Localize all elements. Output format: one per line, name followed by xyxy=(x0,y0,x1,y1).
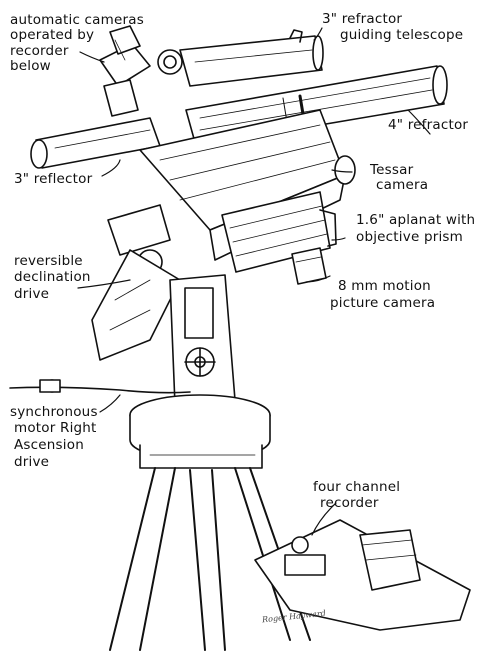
label-reflector-3in: 3" reflector xyxy=(14,171,93,187)
label-auto-cameras-line3: recorder xyxy=(10,43,69,59)
label-motion-camera-line2: picture camera xyxy=(330,295,436,311)
label-refractor-4in: 4" refractor xyxy=(388,117,469,133)
label-tessar-line1: Tessar xyxy=(370,162,414,178)
label-synchronous-line3: Ascension xyxy=(14,437,84,453)
label-motion-camera-line1: 8 mm motion xyxy=(338,278,431,294)
label-auto-cameras-line4: below xyxy=(10,58,51,74)
label-declination-line3: drive xyxy=(14,286,50,302)
label-guiding-telescope-line2: guiding telescope xyxy=(340,27,464,43)
tripod-head xyxy=(129,394,271,469)
label-auto-cameras-line2: operated by xyxy=(10,27,95,43)
label-aplanat-line2: objective prism xyxy=(356,229,463,245)
mount-column xyxy=(169,274,236,406)
declination-drive xyxy=(91,204,181,361)
label-recorder-line1: four channel xyxy=(313,479,401,495)
four-channel-recorder xyxy=(254,519,471,631)
label-declination-line1: reversible xyxy=(14,253,83,269)
synchronous-motor-cable xyxy=(9,379,191,394)
label-guiding-telescope-line1: 3" refractor xyxy=(322,11,403,27)
label-synchronous-line4: drive xyxy=(14,454,50,470)
guiding-telescope-tube xyxy=(179,29,324,87)
label-declination-line2: declination xyxy=(14,269,91,285)
label-synchronous-line2: motor Right xyxy=(14,420,97,436)
motion-picture-camera xyxy=(291,247,327,285)
label-tessar-line2: camera xyxy=(376,177,429,193)
label-recorder-line2: recorder xyxy=(320,495,379,511)
automatic-cameras xyxy=(99,25,183,117)
leader-lines xyxy=(77,27,431,536)
label-synchronous-line1: synchronous xyxy=(10,404,98,420)
reflector-3in-tube xyxy=(30,117,161,169)
label-auto-cameras-line1: automatic cameras xyxy=(10,12,144,28)
label-aplanat-line1: 1.6" aplanat with xyxy=(356,212,476,228)
